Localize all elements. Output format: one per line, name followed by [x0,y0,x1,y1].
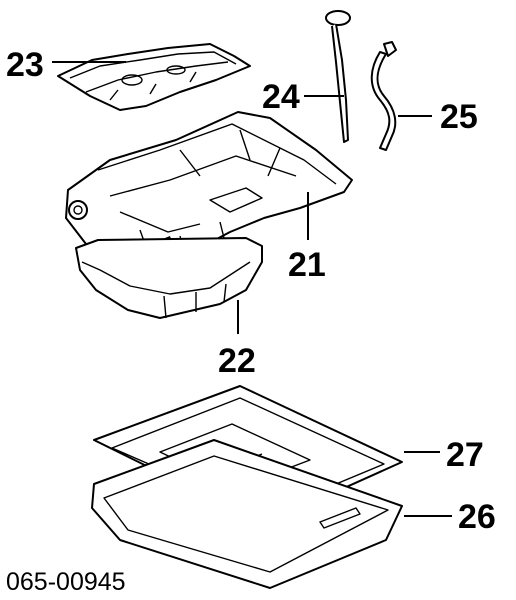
reference-code: 065-00945 [6,568,126,596]
callout-22: 22 [218,342,256,380]
callout-23: 23 [6,46,44,84]
dipstick-guide-25 [370,41,397,151]
baffle-plate-23 [57,43,251,111]
oil-pan-26 [91,439,403,589]
leader-lines [52,61,452,517]
lower-oil-pan-22 [75,237,263,319]
callout-26: 26 [458,498,496,536]
dipstick-24 [325,10,351,143]
callout-27: 27 [446,436,484,474]
callout-25: 25 [440,98,478,136]
callout-24: 24 [262,78,300,116]
callout-21: 21 [288,246,326,284]
